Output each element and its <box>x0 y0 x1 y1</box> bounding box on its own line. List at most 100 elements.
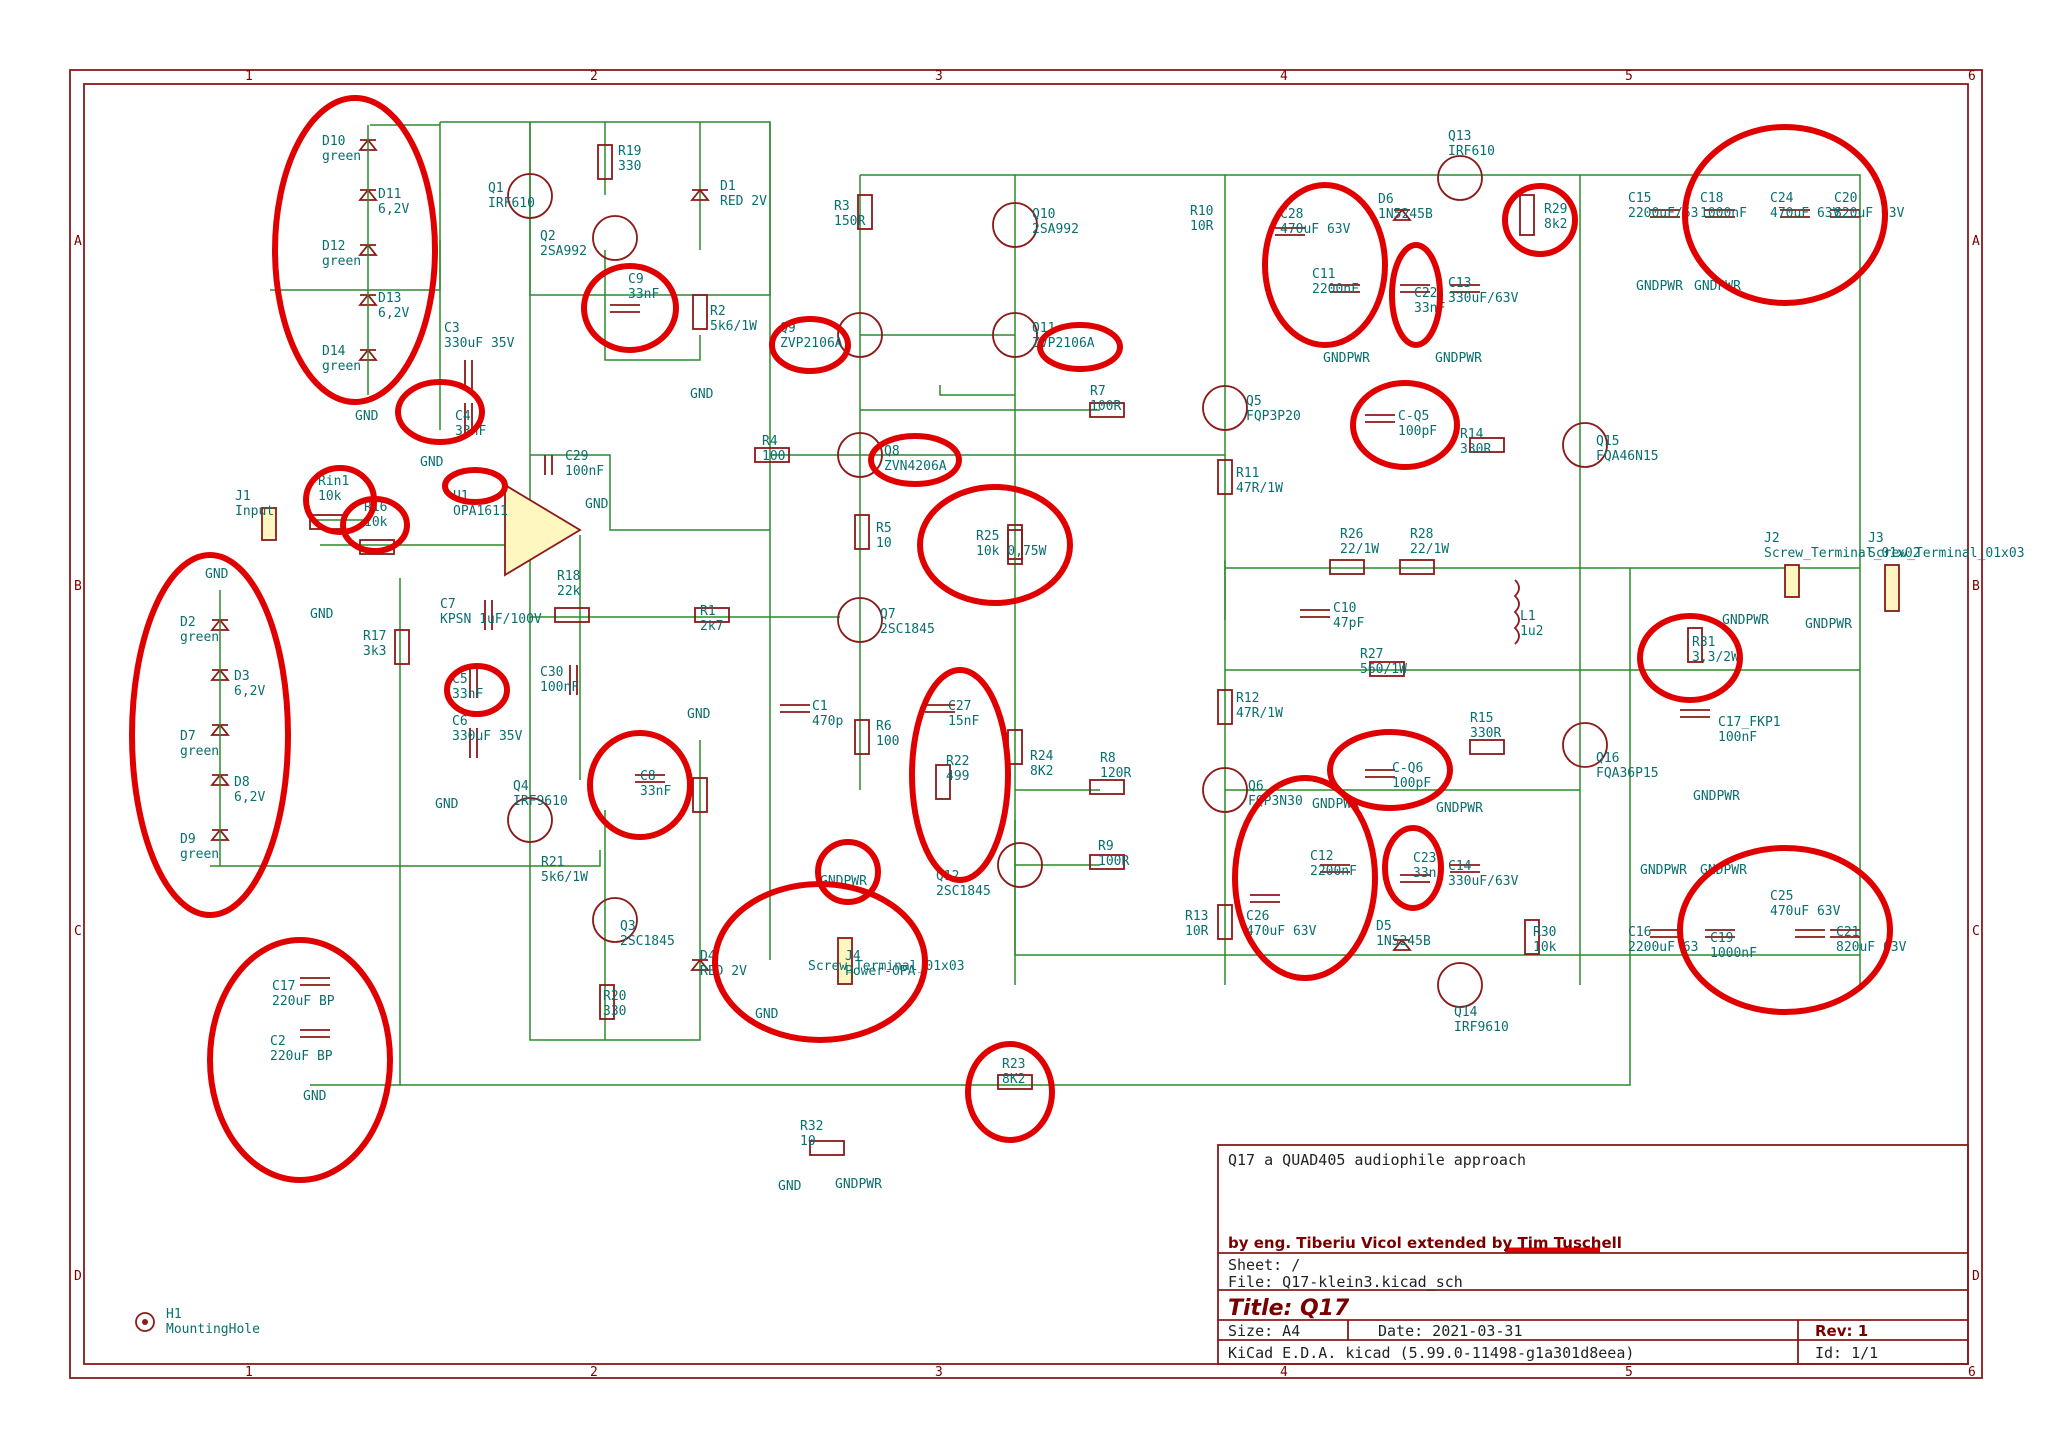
col-marker: 1 <box>245 69 253 84</box>
component-value: 5k6/1W <box>541 870 588 885</box>
component-value: 22/1W <box>1340 542 1379 557</box>
net-label-gndpwr: GNDPWR <box>1693 789 1740 804</box>
mounting-hole-center <box>142 1319 148 1325</box>
resistor <box>857 194 873 230</box>
component-ref: D4 <box>700 949 716 964</box>
col-marker: 2 <box>590 1365 598 1380</box>
net-label-gnd: GND <box>310 607 334 622</box>
component-value: 499 <box>946 769 969 784</box>
component-ref: R24 <box>1030 749 1054 764</box>
component-value: 1N5245B <box>1376 934 1431 949</box>
resistor <box>1089 779 1125 795</box>
component-value: 330uF 35V <box>444 336 515 351</box>
tb-title: Title: Q17 <box>1228 1296 1350 1321</box>
component-ref: D3 <box>234 669 250 684</box>
component-value: green <box>180 847 219 862</box>
net-label-gnd: GND <box>420 455 444 470</box>
col-marker: 2 <box>590 69 598 84</box>
component-ref: R19 <box>618 144 641 159</box>
component-value: 820uF 63V <box>1834 206 1905 221</box>
resistor <box>599 984 615 1020</box>
component-ref: C15 <box>1628 191 1651 206</box>
component-ref: D5 <box>1376 919 1392 934</box>
resistor <box>1089 402 1125 418</box>
component-ref: C18 <box>1700 191 1723 206</box>
component-value: 8k2 <box>1544 217 1567 232</box>
component-value: 10k <box>318 489 342 504</box>
resistor <box>692 777 708 813</box>
component-ref: R31 <box>1692 635 1715 650</box>
component-value: Screw_Terminal_01x02 <box>1764 546 1921 561</box>
tb-description: Q17 a QUAD405 audiophile approach <box>1228 1151 1526 1169</box>
col-marker: 5 <box>1625 69 1633 84</box>
component-value: 100 <box>762 449 785 464</box>
tb-rev: Rev: 1 <box>1815 1322 1868 1340</box>
component-value: 330uF/63V <box>1448 291 1519 306</box>
component-value: 33nF <box>1413 866 1444 881</box>
component-value: 33nF <box>452 687 483 702</box>
col-marker: 1 <box>245 1365 253 1380</box>
resistor <box>1469 437 1505 453</box>
component-value: FQP3P20 <box>1246 409 1301 424</box>
component-value: 6,2V <box>234 684 265 699</box>
component-value: 6,2V <box>378 202 409 217</box>
resistor <box>854 719 870 755</box>
transistors <box>507 155 1608 1008</box>
component-ref: D2 <box>180 615 196 630</box>
col-marker: 6 <box>1968 69 1976 84</box>
component-ref: R29 <box>1544 202 1567 217</box>
net-label-gnd: GND <box>778 1179 802 1194</box>
component-ref: Q8 <box>884 444 900 459</box>
component-ref: D1 <box>720 179 736 194</box>
component-value: 100nF <box>1718 730 1757 745</box>
component-value: IRF610 <box>488 196 535 211</box>
component-ref: J3 <box>1868 531 1884 546</box>
component-ref: R18 <box>557 569 580 584</box>
tb-author: by eng. Tiberiu Vicol extended by Tim Tu… <box>1228 1234 1622 1252</box>
component-ref: C21 <box>1836 925 1859 940</box>
net-label-gnd: GND <box>687 707 711 722</box>
component-ref: R5 <box>876 521 892 536</box>
component-ref: R20 <box>603 989 626 1004</box>
resistor <box>694 607 730 623</box>
component-ref: R32 <box>800 1119 823 1134</box>
row-marker: C <box>1972 924 1980 939</box>
component-ref: C26 <box>1246 909 1269 924</box>
wires <box>210 121 1861 1086</box>
frame-column-markers: 1 2 3 4 5 6 1 2 3 4 5 6 A B C D A B C D <box>74 69 1980 1380</box>
component-ref: C22 <box>1414 286 1437 301</box>
component-ref: D7 <box>180 729 196 744</box>
component-value: Screw_Terminal_01x03 <box>1868 546 2025 561</box>
component-ref: R2 <box>710 304 726 319</box>
component-ref: Q6 <box>1248 779 1264 794</box>
component-ref: C9 <box>628 272 644 287</box>
component-value: 15nF <box>948 714 979 729</box>
mounting-hole-h1 <box>135 1312 155 1332</box>
component-value: 470uF 63V <box>1246 924 1317 939</box>
component-value: IRF9610 <box>1454 1020 1509 1035</box>
component-ref: C10 <box>1333 601 1356 616</box>
